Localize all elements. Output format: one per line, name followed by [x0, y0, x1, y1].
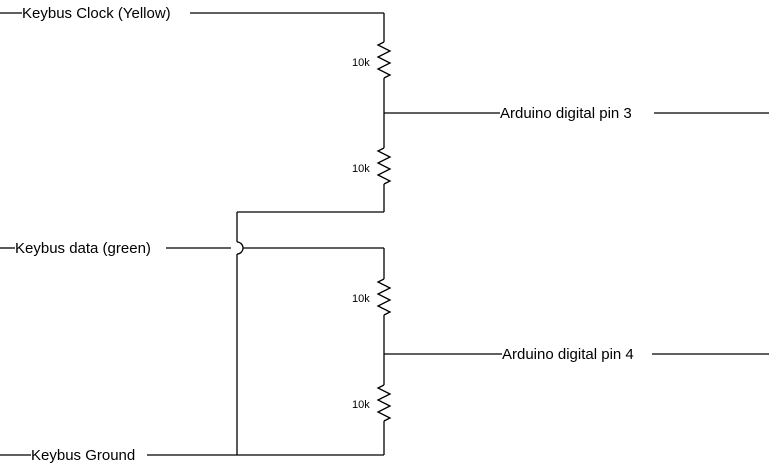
arduino-pin4-label: Arduino digital pin 4 [502, 346, 634, 363]
resistor-r1 [376, 41, 392, 79]
keybus-clock-label: Keybus Clock (Yellow) [22, 5, 171, 22]
resistor-r2-label: 10k [352, 163, 370, 175]
keybus-data-label: Keybus data (green) [15, 240, 151, 257]
arduino-pin3-label: Arduino digital pin 3 [500, 105, 632, 122]
keybus-ground-label: Keybus Ground [31, 447, 135, 464]
resistor-r2 [376, 147, 392, 185]
resistor-r4-label: 10k [352, 399, 370, 411]
resistor-r3-label: 10k [352, 293, 370, 305]
resistor-r4 [376, 384, 392, 422]
resistor-r1-label: 10k [352, 57, 370, 69]
wire-crossover-hop [236, 241, 244, 255]
resistor-r3 [376, 278, 392, 316]
